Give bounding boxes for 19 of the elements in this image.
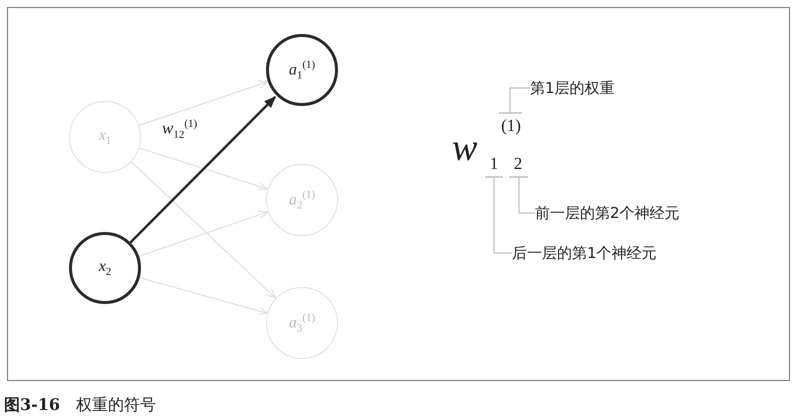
arrow — [138, 80, 268, 126]
leader-line — [494, 176, 512, 254]
figure-caption: 图3-16 权重的符号 — [4, 395, 156, 416]
leader-line — [518, 176, 536, 214]
arrow — [130, 96, 276, 244]
arrow — [138, 147, 268, 190]
leader-line — [510, 88, 530, 114]
annotation-text: 后一层的第1个神经元 — [512, 242, 702, 264]
neuron-circle: x$_{1}$ — [69, 101, 141, 173]
arrow — [138, 210, 268, 257]
arrow — [130, 161, 276, 299]
weight-symbol: w — [452, 126, 478, 170]
weight-index: (1) — [497, 115, 525, 137]
neuron-circle: x$_{2}$ — [69, 232, 141, 304]
annotation-text: 第1层的权重 — [530, 77, 642, 99]
weight-index: 2 — [509, 153, 527, 175]
arrow — [139, 277, 268, 315]
annotation-text: 前一层的第2个神经元 — [535, 202, 725, 224]
weight-index: 1 — [485, 153, 503, 175]
